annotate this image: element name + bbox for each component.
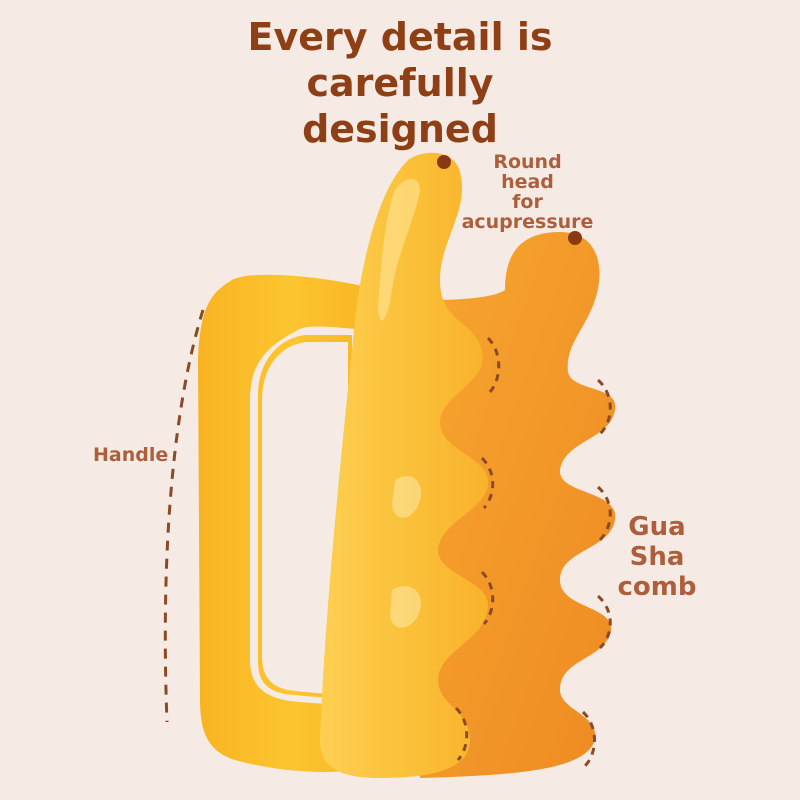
acupressure-dot-stem: [437, 155, 451, 169]
comb-label-line-2: Sha: [629, 542, 685, 572]
title-line-3: designed: [302, 107, 498, 151]
round-head-line-1: Round: [493, 151, 562, 173]
gua-sha-stem: [320, 152, 489, 779]
round-head-line-3: for: [512, 191, 543, 213]
title-line-1: Every detail is: [247, 15, 553, 59]
stem-highlight: [378, 178, 420, 321]
comb-edge-dashes: [454, 336, 612, 768]
comb-label-line-1: Gua: [628, 512, 686, 542]
round-head-line-4: acupressure: [461, 211, 594, 233]
comb-label: Gua Sha comb: [612, 512, 702, 602]
handle-dashed-line: [163, 309, 205, 723]
comb-label-line-3: comb: [617, 572, 697, 602]
handle-opening: [262, 342, 348, 696]
handle-label: Handle: [93, 444, 169, 466]
stem-highlight-lower: [390, 476, 421, 628]
round-head-line-2: head: [501, 171, 554, 193]
round-head-label: Round head for acupressure: [455, 152, 600, 232]
page-title: Every detail is carefully designed: [0, 14, 800, 152]
title-line-2: carefully: [306, 61, 494, 105]
acupressure-dot-comb: [568, 231, 582, 245]
